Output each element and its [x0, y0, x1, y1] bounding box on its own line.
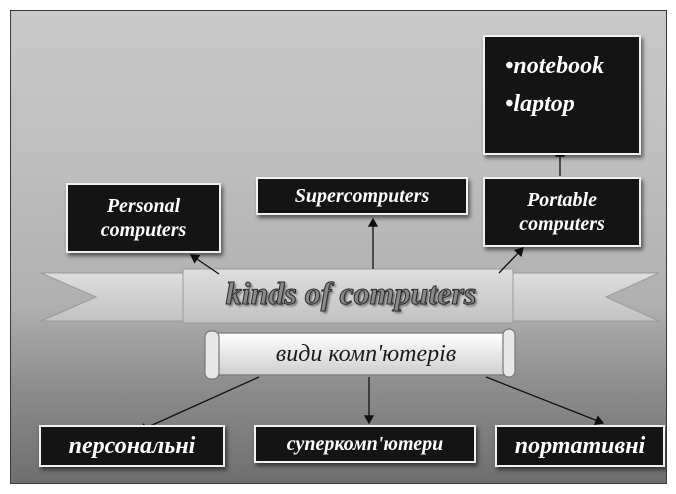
portable-items-box: •notebook •laptop: [483, 35, 641, 155]
ribbon-title: kinds of computers: [225, 275, 477, 312]
ribbon-left-tail: [40, 272, 187, 322]
scroll-subtitle: види комп'ютерів: [275, 341, 457, 367]
superkompyutery-label: суперкомп'ютери: [286, 432, 444, 455]
supercomputers-label: Supercomputers: [294, 185, 430, 207]
arrow-to-personalni: [137, 376, 260, 433]
connector-arrows: [137, 147, 605, 433]
personal-line2: computers: [100, 219, 187, 241]
superkompyutery-box: суперкомп'ютери: [254, 425, 476, 463]
arrow-to-portable: [498, 247, 524, 274]
portable-computers-box: Portable computers: [483, 177, 641, 247]
portable-item-laptop: •laptop: [505, 91, 575, 117]
supercomputers-box: Supercomputers: [256, 177, 468, 215]
arrow-to-portatyvni: [485, 376, 605, 425]
arrow-to-personal: [189, 254, 220, 275]
ribbon-band: [182, 268, 514, 324]
personal-computers-box: Personal computers: [66, 183, 221, 253]
personalni-label: персональні: [68, 432, 196, 459]
portable-item-notebook: •notebook: [505, 53, 605, 79]
portatyvni-box: портативні: [495, 425, 665, 467]
personal-line1: Personal: [106, 195, 181, 217]
portable-line2: computers: [519, 213, 605, 235]
portatyvni-label: портативні: [514, 432, 646, 459]
ribbon-graphic: [40, 268, 660, 380]
personalni-box: персональні: [39, 425, 225, 467]
portable-line1: Portable: [527, 189, 597, 211]
diagram-slide: Personal computers Supercomputers Portab…: [10, 10, 667, 484]
